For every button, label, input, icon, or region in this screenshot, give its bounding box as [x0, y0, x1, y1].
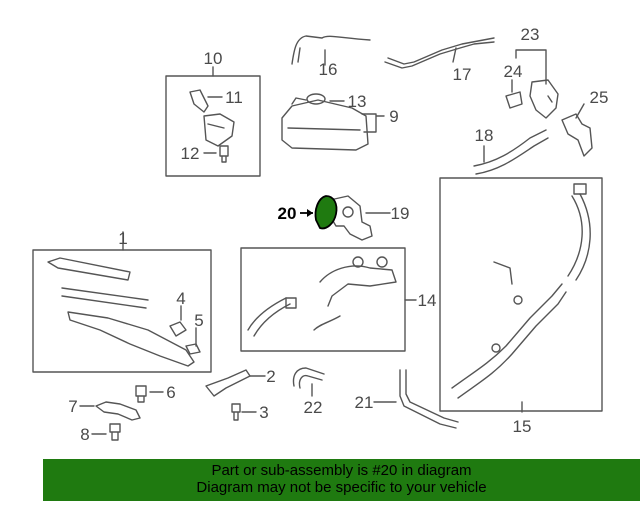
part-21 — [399, 369, 459, 429]
part-18 — [473, 129, 549, 175]
callout-8: 8 — [80, 425, 89, 444]
box-1 — [32, 249, 212, 373]
part-1-shroud — [67, 311, 195, 367]
callout-19: 19 — [391, 204, 410, 223]
part-23 — [529, 79, 559, 119]
part-3 — [231, 403, 241, 421]
box-15 — [439, 177, 603, 412]
callout-7: 7 — [68, 397, 77, 416]
callout-24: 24 — [504, 62, 523, 81]
callout-16: 16 — [319, 60, 338, 79]
part-13 — [306, 93, 326, 105]
part-12 — [219, 145, 229, 163]
part-15-hose-lower — [451, 283, 567, 399]
notice-line-1: Part or sub-assembly is #20 in diagram — [211, 462, 472, 479]
callout-18: 18 — [475, 126, 494, 145]
part-9 — [281, 99, 369, 151]
callout-2: 2 — [266, 367, 275, 386]
part-24 — [505, 91, 523, 109]
part-25 — [561, 113, 593, 157]
part-22 — [292, 367, 325, 389]
part-19 — [329, 195, 373, 241]
part-14-hose-a — [247, 297, 291, 337]
part-6 — [135, 385, 147, 403]
part-1-upper — [47, 257, 149, 309]
part-10-assy — [203, 113, 235, 147]
callout-17: 17 — [453, 65, 472, 84]
part-17 — [384, 41, 495, 69]
parts-diagram: 10 11 12 13 9 16 17 23 24 25 18 20 19 1 … — [32, 25, 609, 444]
callout-25: 25 — [590, 88, 609, 107]
part-20-highlight[interactable] — [300, 195, 338, 230]
notice-line-2: Diagram may not be specific to your vehi… — [196, 479, 487, 496]
callout-1: 1 — [118, 229, 127, 248]
part-4 — [169, 321, 187, 337]
part-2 — [205, 369, 251, 397]
box-14 — [240, 247, 406, 352]
callout-6: 6 — [166, 383, 175, 402]
callout-3: 3 — [259, 403, 268, 422]
part-14-hose-b — [319, 265, 397, 307]
callout-14: 14 — [418, 291, 437, 310]
part-11 — [189, 89, 209, 113]
callout-22: 22 — [304, 398, 323, 417]
part-8 — [109, 423, 121, 441]
callout-21: 21 — [355, 393, 374, 412]
part-15-hose-upper — [567, 193, 591, 281]
callout-5: 5 — [194, 311, 203, 330]
callout-20[interactable]: 20 — [278, 204, 297, 223]
part-5 — [185, 343, 201, 355]
callout-11: 11 — [225, 88, 243, 107]
callout-12: 12 — [181, 144, 200, 163]
callout-23: 23 — [521, 25, 540, 44]
callout-10: 10 — [204, 49, 223, 68]
part-16 — [291, 35, 371, 65]
callout-4: 4 — [176, 289, 185, 308]
callout-13: 13 — [348, 92, 367, 111]
callout-15: 15 — [513, 417, 532, 436]
callout-9: 9 — [389, 107, 398, 126]
part-7 — [95, 401, 141, 421]
diagram-notice-banner: Part or sub-assembly is #20 in diagram D… — [43, 459, 640, 501]
